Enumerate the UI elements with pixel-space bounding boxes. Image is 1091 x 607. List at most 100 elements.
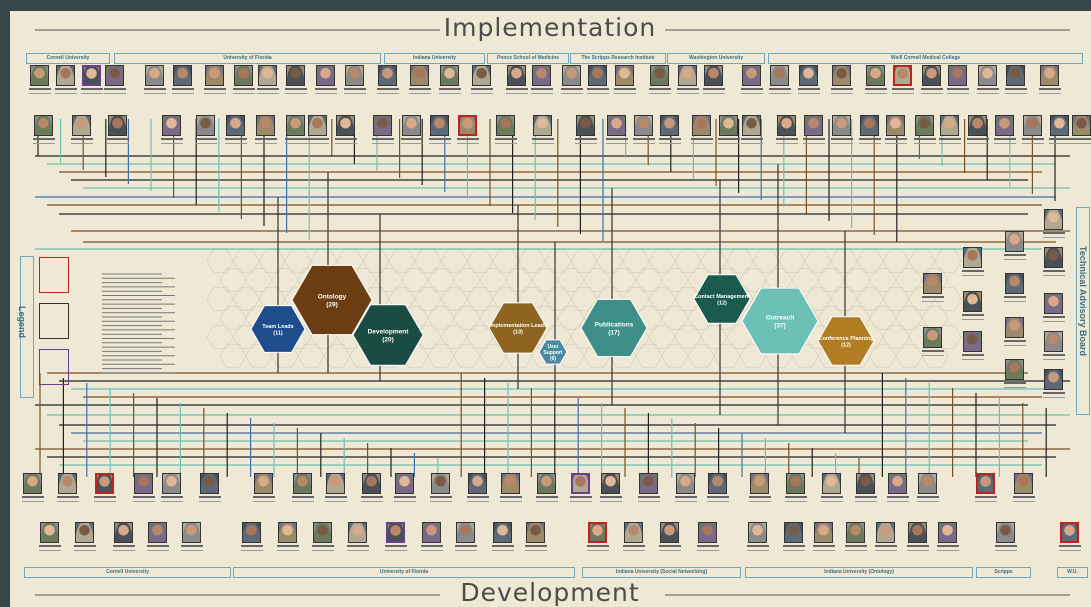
member-photo[interactable]: [1005, 317, 1024, 338]
member-photo[interactable]: [777, 115, 796, 136]
member-photo[interactable]: [286, 115, 305, 136]
member-photo[interactable]: [588, 522, 607, 543]
member-photo[interactable]: [348, 522, 367, 543]
member-photo[interactable]: [1050, 115, 1069, 136]
member-photo[interactable]: [922, 65, 941, 86]
member-photo[interactable]: [750, 473, 769, 494]
member-photo[interactable]: [496, 115, 515, 136]
member-photo[interactable]: [888, 473, 907, 494]
member-photo[interactable]: [205, 65, 224, 86]
member-photo[interactable]: [770, 65, 789, 86]
member-photo[interactable]: [876, 522, 895, 543]
member-photo[interactable]: [698, 522, 717, 543]
member-photo[interactable]: [316, 65, 335, 86]
member-photo[interactable]: [336, 115, 355, 136]
member-photo[interactable]: [293, 473, 312, 494]
member-photo[interactable]: [345, 65, 364, 86]
member-photo[interactable]: [422, 522, 441, 543]
member-photo[interactable]: [719, 115, 738, 136]
member-photo[interactable]: [362, 473, 381, 494]
member-photo[interactable]: [948, 65, 967, 86]
member-photo[interactable]: [940, 115, 959, 136]
member-photo[interactable]: [1044, 247, 1063, 268]
member-photo[interactable]: [507, 65, 526, 86]
member-photo[interactable]: [493, 522, 512, 543]
member-photo[interactable]: [82, 65, 101, 86]
member-photo[interactable]: [40, 522, 59, 543]
member-photo[interactable]: [639, 473, 658, 494]
member-photo[interactable]: [378, 65, 397, 86]
member-photo[interactable]: [976, 473, 995, 494]
member-photo[interactable]: [72, 115, 91, 136]
member-photo[interactable]: [607, 115, 626, 136]
member-photo[interactable]: [308, 115, 327, 136]
member-photo[interactable]: [742, 65, 761, 86]
member-photo[interactable]: [866, 65, 885, 86]
member-photo[interactable]: [804, 115, 823, 136]
member-photo[interactable]: [995, 115, 1014, 136]
member-photo[interactable]: [410, 65, 429, 86]
member-photo[interactable]: [678, 65, 697, 86]
member-photo[interactable]: [430, 115, 449, 136]
member-photo[interactable]: [748, 522, 767, 543]
member-photo[interactable]: [978, 65, 997, 86]
member-photo[interactable]: [963, 331, 982, 352]
member-photo[interactable]: [75, 522, 94, 543]
member-photo[interactable]: [893, 65, 912, 86]
member-photo[interactable]: [601, 473, 620, 494]
member-photo[interactable]: [1044, 369, 1063, 390]
member-photo[interactable]: [468, 473, 487, 494]
member-photo[interactable]: [1060, 522, 1079, 543]
member-photo[interactable]: [501, 473, 520, 494]
member-photo[interactable]: [526, 522, 545, 543]
member-photo[interactable]: [472, 65, 491, 86]
member-photo[interactable]: [196, 115, 215, 136]
member-photo[interactable]: [173, 65, 192, 86]
member-photo[interactable]: [162, 473, 181, 494]
member-photo[interactable]: [58, 473, 77, 494]
member-photo[interactable]: [1044, 331, 1063, 352]
member-photo[interactable]: [860, 115, 879, 136]
member-photo[interactable]: [576, 115, 595, 136]
hub-outreach[interactable]: Outreach(37): [741, 287, 819, 355]
member-photo[interactable]: [786, 473, 805, 494]
member-photo[interactable]: [562, 65, 581, 86]
member-photo[interactable]: [458, 115, 477, 136]
member-photo[interactable]: [182, 522, 201, 543]
member-photo[interactable]: [832, 115, 851, 136]
member-photo[interactable]: [1040, 65, 1059, 86]
member-photo[interactable]: [692, 115, 711, 136]
member-photo[interactable]: [588, 65, 607, 86]
member-photo[interactable]: [200, 473, 219, 494]
member-photo[interactable]: [886, 115, 905, 136]
hub-implementation-leads[interactable]: Implementation Leads(13): [488, 302, 548, 354]
member-photo[interactable]: [386, 522, 405, 543]
hub-team-leads[interactable]: Team Leads(11): [250, 305, 306, 353]
member-photo[interactable]: [226, 115, 245, 136]
member-photo[interactable]: [915, 115, 934, 136]
member-photo[interactable]: [708, 473, 727, 494]
member-photo[interactable]: [968, 115, 987, 136]
member-photo[interactable]: [234, 65, 253, 86]
member-photo[interactable]: [148, 522, 167, 543]
hub-ontology[interactable]: Ontology(29): [291, 264, 373, 336]
member-photo[interactable]: [373, 115, 392, 136]
member-photo[interactable]: [1023, 115, 1042, 136]
member-photo[interactable]: [162, 115, 181, 136]
member-photo[interactable]: [105, 65, 124, 86]
member-photo[interactable]: [634, 115, 653, 136]
member-photo[interactable]: [532, 65, 551, 86]
member-photo[interactable]: [256, 115, 275, 136]
member-photo[interactable]: [918, 473, 937, 494]
member-photo[interactable]: [30, 65, 49, 86]
member-photo[interactable]: [278, 522, 297, 543]
member-photo[interactable]: [814, 522, 833, 543]
member-photo[interactable]: [963, 291, 982, 312]
member-photo[interactable]: [832, 65, 851, 86]
member-photo[interactable]: [704, 65, 723, 86]
member-photo[interactable]: [56, 65, 75, 86]
member-photo[interactable]: [1072, 115, 1091, 136]
hub-conference-planning[interactable]: Conference Planning(12): [817, 316, 875, 366]
member-photo[interactable]: [923, 273, 942, 294]
